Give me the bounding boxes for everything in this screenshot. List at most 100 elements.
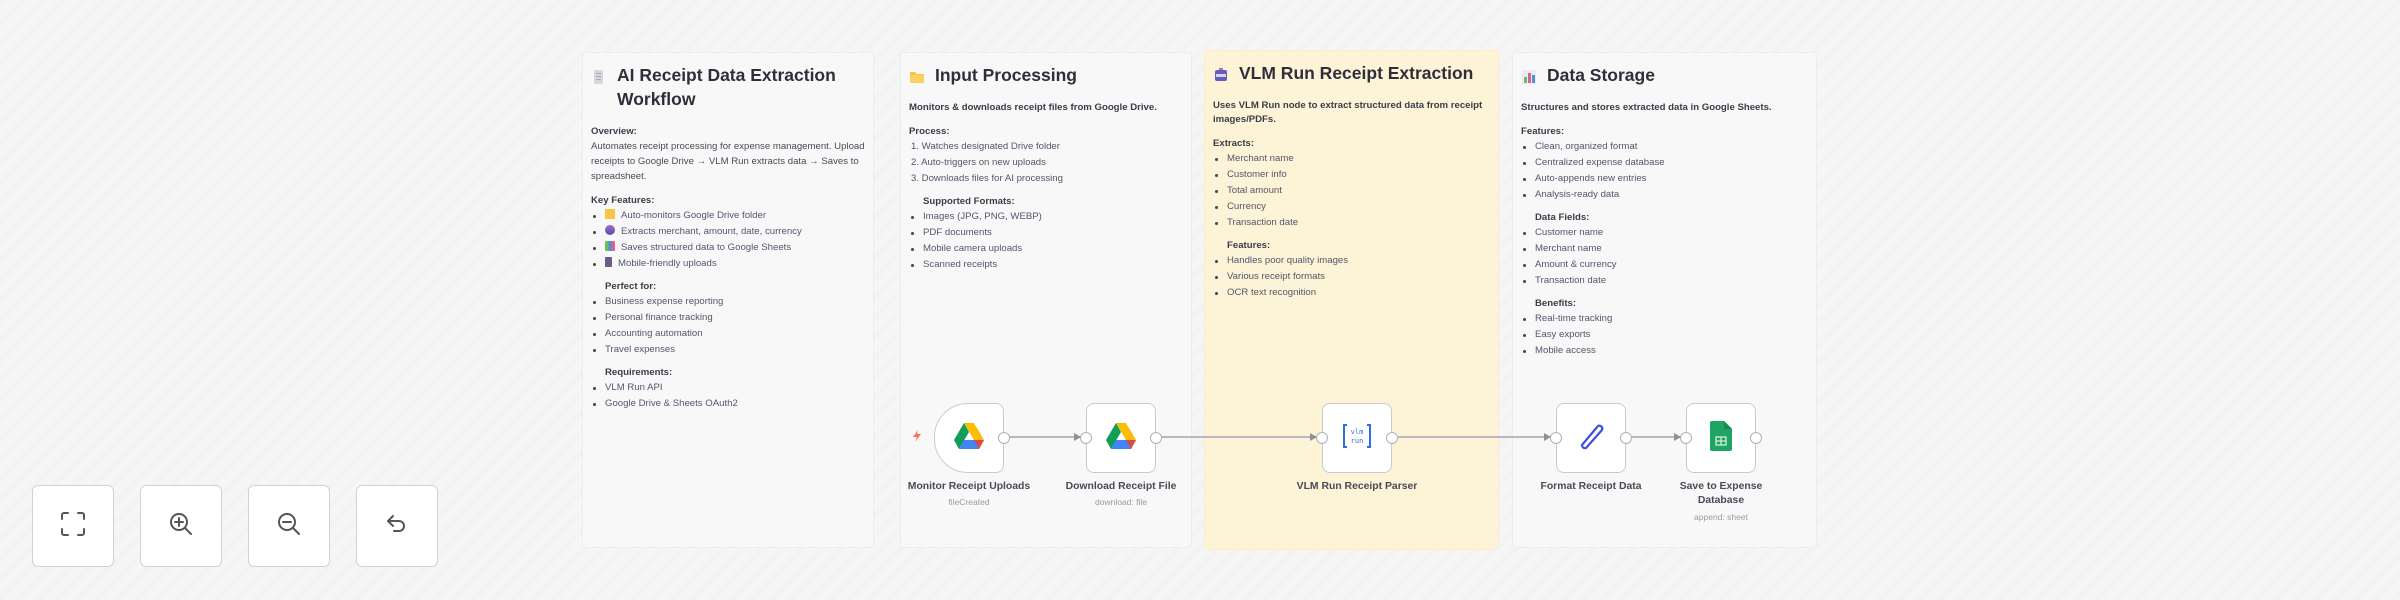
reset-zoom-button[interactable] — [356, 485, 438, 567]
arrow-head-icon — [1674, 433, 1681, 441]
list-item: PDF documents — [909, 225, 1183, 241]
robot-icon — [605, 225, 615, 235]
note-lead: Uses VLM Run node to extract structured … — [1213, 100, 1483, 125]
list-item: Various receipt formats — [1213, 269, 1490, 285]
fields-heading: Data Fields: — [1535, 212, 1590, 223]
arrow-head-icon — [1074, 433, 1081, 441]
key-features-heading: Key Features: — [591, 195, 655, 206]
svg-text:run: run — [1351, 437, 1364, 445]
features-heading: Features: — [1521, 126, 1565, 137]
note-lead: Structures and stores extracted data in … — [1521, 102, 1772, 113]
features-list: Clean, organized format Centralized expe… — [1521, 139, 1808, 203]
list-item: Easy exports — [1521, 327, 1808, 343]
extracts-heading: Extracts: — [1213, 138, 1255, 149]
list-item: Mobile camera uploads — [909, 241, 1183, 257]
bar-chart-icon — [1521, 67, 1537, 84]
input-port[interactable] — [1680, 432, 1692, 444]
list-item: Images (JPG, PNG, WEBP) — [909, 209, 1183, 225]
folder-icon — [605, 209, 615, 219]
list-item: Analysis-ready data — [1521, 187, 1808, 203]
node-download-receipt-file[interactable] — [1080, 403, 1162, 473]
fields-list: Customer name Merchant name Amount & cur… — [1521, 225, 1808, 289]
output-port[interactable] — [998, 432, 1010, 444]
note-title: Data Storage — [1521, 63, 1808, 87]
list-item: Transaction date — [1213, 215, 1490, 231]
input-port[interactable] — [1080, 432, 1092, 444]
features-heading: Features: — [1227, 240, 1271, 251]
zoom-out-icon — [275, 510, 303, 543]
requirements-heading: Requirements: — [605, 367, 673, 378]
input-port[interactable] — [1316, 432, 1328, 444]
list-item: 1. Watches designated Drive folder — [911, 141, 1060, 152]
process-heading: Process: — [909, 126, 950, 137]
list-item: 2. Auto-triggers on new uploads — [911, 157, 1046, 168]
connection-monitor-to-download[interactable] — [1010, 436, 1082, 438]
list-item: Merchant name — [1521, 241, 1808, 257]
formats-heading: Supported Formats: — [923, 196, 1015, 207]
node-monitor-receipt-uploads[interactable] — [934, 403, 1010, 473]
list-item: Merchant name — [1213, 151, 1490, 167]
robot-icon — [1213, 65, 1229, 81]
list-item: Customer name — [1521, 225, 1808, 241]
features-list: Handles poor quality images Various rece… — [1213, 253, 1490, 301]
list-item: Real-time tracking — [1521, 311, 1808, 327]
list-item: VLM Run API — [591, 380, 865, 396]
folder-icon — [909, 67, 925, 83]
output-port[interactable] — [1386, 432, 1398, 444]
list-item: Customer info — [1213, 167, 1490, 183]
note-title: AI Receipt Data Extraction Workflow — [591, 63, 865, 111]
list-item: Centralized expense database — [1521, 155, 1808, 171]
pencil-icon — [1576, 421, 1606, 456]
mobile-icon — [605, 257, 612, 267]
connection-format-to-save[interactable] — [1632, 436, 1682, 438]
google-drive-icon — [954, 422, 984, 454]
node-subtitle: append: sheet — [1694, 512, 1748, 522]
arrow-head-icon — [1544, 433, 1551, 441]
list-item: Auto-monitors Google Drive folder — [591, 208, 865, 224]
note-lead: Monitors & downloads receipt files from … — [909, 102, 1157, 113]
extracts-list: Merchant name Customer info Total amount… — [1213, 151, 1490, 231]
list-item: Amount & currency — [1521, 257, 1808, 273]
list-item: Total amount — [1213, 183, 1490, 199]
svg-text:vlm: vlm — [1351, 428, 1364, 436]
output-port[interactable] — [1750, 432, 1762, 444]
list-item: Personal finance tracking — [591, 310, 865, 326]
output-port[interactable] — [1150, 432, 1162, 444]
node-label: Save to Expense Database — [1679, 481, 1763, 506]
receipt-icon — [591, 67, 607, 84]
output-port[interactable] — [1620, 432, 1632, 444]
list-item: Handles poor quality images — [1213, 253, 1490, 269]
node-format-receipt-data[interactable] — [1550, 403, 1632, 473]
node-label: VLM Run Receipt Parser — [1296, 481, 1418, 492]
key-features-list: Auto-monitors Google Drive folder Extrac… — [591, 208, 865, 272]
fit-view-button[interactable] — [32, 485, 114, 567]
zoom-in-button[interactable] — [140, 485, 222, 567]
note-title: Input Processing — [909, 63, 1183, 87]
input-port[interactable] — [1550, 432, 1562, 444]
list-item: Transaction date — [1521, 273, 1808, 289]
sticky-note-vlm-run[interactable]: VLM Run Receipt Extraction Uses VLM Run … — [1204, 50, 1499, 550]
node-label: Monitor Receipt Uploads — [907, 481, 1031, 492]
sticky-note-data-storage[interactable]: Data Storage Structures and stores extra… — [1512, 52, 1817, 548]
node-save-to-expense-database[interactable] — [1680, 403, 1762, 473]
fit-view-icon — [59, 510, 87, 543]
list-item: Saves structured data to Google Sheets — [591, 240, 865, 256]
list-item: Travel expenses — [591, 342, 865, 358]
node-subtitle: fileCreated — [948, 497, 990, 507]
connection-vlm-to-format[interactable] — [1398, 436, 1552, 438]
formats-list: Images (JPG, PNG, WEBP) PDF documents Mo… — [909, 209, 1183, 273]
connection-download-to-vlm[interactable] — [1162, 436, 1318, 438]
google-sheets-icon — [1710, 420, 1732, 456]
list-item: Mobile-friendly uploads — [591, 256, 865, 272]
google-drive-icon — [1106, 422, 1136, 454]
list-item: Currency — [1213, 199, 1490, 215]
requirements-list: VLM Run API Google Drive & Sheets OAuth2 — [591, 380, 865, 412]
zoom-out-button[interactable] — [248, 485, 330, 567]
overview-heading: Overview: — [591, 126, 637, 137]
sticky-note-overview[interactable]: AI Receipt Data Extraction Workflow Over… — [582, 52, 874, 548]
sticky-note-input-processing[interactable]: Input Processing Monitors & downloads re… — [900, 52, 1192, 548]
list-item: Business expense reporting — [591, 294, 865, 310]
